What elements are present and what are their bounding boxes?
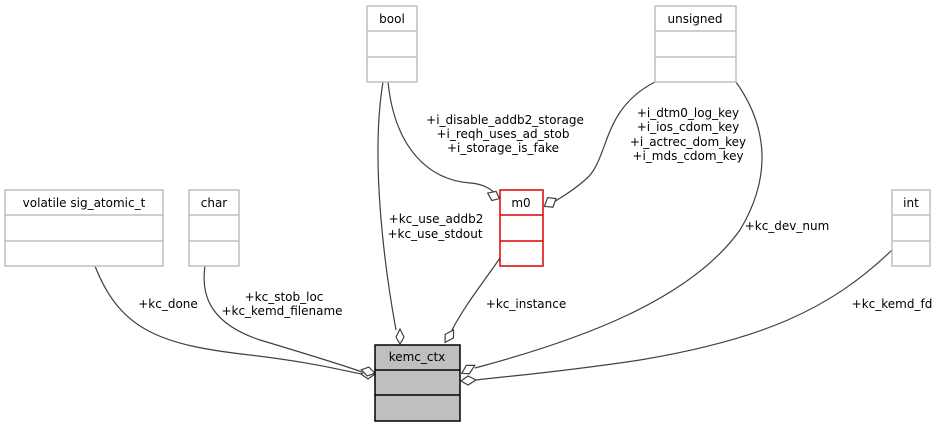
member-label: +kc_kemd_filename — [221, 304, 342, 318]
class-box-volatile-sig-atomic-t[interactable]: volatile sig_atomic_t — [4, 189, 164, 267]
member-label: +i_actrec_dom_key — [630, 135, 746, 149]
edge-label-bool-to-m0: +i_disable_addb2_storage +i_reqh_uses_ad… — [426, 113, 584, 155]
edge-unsigned-to-kemc — [474, 81, 763, 369]
class-box-char[interactable]: char — [188, 189, 240, 267]
class-name: bool — [379, 12, 405, 26]
class-name: int — [903, 196, 919, 210]
class-box-kemc-ctx[interactable]: kemc_ctx — [374, 344, 461, 422]
edge-m0-to-kemc — [451, 257, 501, 331]
class-name: unsigned — [667, 12, 722, 26]
edge-bool-to-m0 — [387, 81, 499, 197]
edge-char-to-kemc — [203, 265, 363, 373]
class-box-int[interactable]: int — [891, 189, 931, 267]
edge-unsigned-to-m0 — [553, 81, 656, 203]
edge-int-to-kemc — [475, 249, 893, 381]
edge-label-unsigned-to-m0: +i_dtm0_log_key +i_ios_cdom_key +i_actre… — [630, 106, 746, 163]
edge-label-sig-to-kemc: +kc_done — [138, 297, 198, 311]
class-box-m0[interactable]: m0 — [499, 189, 544, 267]
member-label: +i_reqh_uses_ad_stob — [436, 127, 569, 141]
member-label: +i_storage_is_fake — [447, 141, 559, 155]
class-box-bool[interactable]: bool — [366, 5, 418, 83]
edge-label-char-to-kemc: +kc_stob_loc +kc_kemd_filename — [221, 290, 342, 318]
edge-sig-to-kemc — [94, 265, 363, 375]
aggregation-diamond-icon — [459, 375, 478, 386]
aggregation-diamond-icon — [460, 364, 476, 375]
member-label: +kc_use_stdout — [387, 227, 482, 241]
aggregation-diamond-icon — [486, 190, 501, 202]
class-name: m0 — [511, 196, 530, 210]
aggregation-diamond-icon — [444, 328, 455, 344]
main-class-name: kemc_ctx — [389, 350, 446, 364]
class-box-unsigned[interactable]: unsigned — [654, 5, 737, 83]
edge-label-unsigned-to-kemc: +kc_dev_num — [745, 219, 830, 233]
edge-label-int-to-kemc: +kc_kemd_fd — [852, 297, 933, 311]
member-label: +i_dtm0_log_key — [637, 106, 739, 120]
aggregation-diamond-icon — [543, 197, 557, 208]
edge-label-bool-to-kemc: +kc_use_addb2 +kc_use_stdout — [387, 212, 483, 241]
class-name: char — [201, 196, 228, 210]
edge-bool-to-kemc — [377, 81, 397, 331]
member-label: +i_ios_cdom_key — [637, 120, 740, 134]
member-label: +i_disable_addb2_storage — [426, 113, 584, 127]
edge-label-m0-to-kemc: +kc_instance — [486, 297, 566, 311]
member-label: +kc_stob_loc — [245, 290, 324, 304]
class-name: volatile sig_atomic_t — [23, 196, 146, 210]
member-label: +i_mds_cdom_key — [632, 149, 743, 163]
aggregation-diamond-icon — [395, 327, 405, 346]
member-label: +kc_use_addb2 — [389, 212, 484, 226]
